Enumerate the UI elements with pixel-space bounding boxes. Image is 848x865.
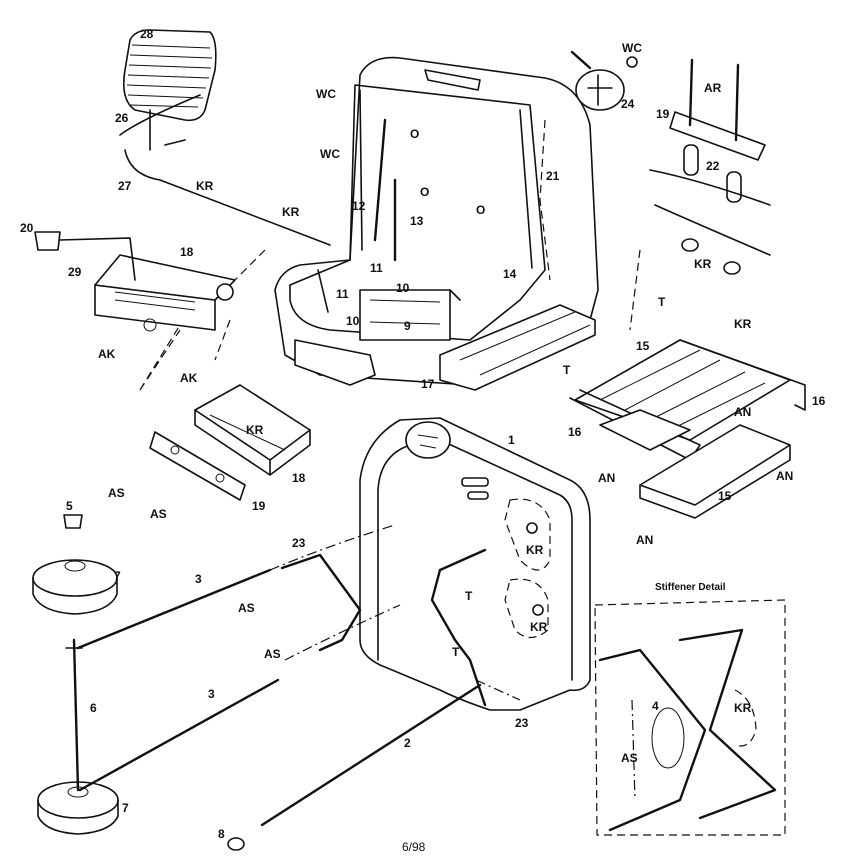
label-p26: 26 [115,111,129,125]
label-wc1: WC [622,41,642,55]
rods-and-stand [76,524,521,851]
label-p22: 22 [706,159,720,173]
label-p29: 29 [68,265,82,279]
label-kr3: KR [694,257,712,271]
leader-lines [139,119,641,391]
label-p12: 12 [352,199,366,213]
label-an1: AN [734,405,751,419]
label-p1: 1 [508,433,515,447]
label-p21: 21 [546,169,560,183]
label-as5: AS [621,751,638,765]
label-p15a: 15 [636,339,650,353]
label-t1: T [658,295,666,309]
label-p24: 24 [621,97,635,111]
label-kr5: KR [246,423,264,437]
label-wc2: WC [316,87,336,101]
latch-part-24 [570,50,638,111]
stiffener-detail-title: Stiffener Detail [655,582,726,593]
stiffener-detail [594,599,786,836]
label-t2: T [563,363,571,377]
label-p14: 14 [503,267,517,281]
label-p6: 6 [90,701,97,715]
label-an4: AN [636,533,653,547]
wheel-part-7-upper [32,559,118,615]
label-o2: O [420,185,429,199]
label-p15b: 15 [718,489,732,503]
label-p18b: 18 [292,471,306,485]
label-kr8: KR [734,701,752,715]
label-as2: AS [150,507,167,521]
label-t3: T [465,589,473,603]
label-p10a: 10 [396,281,410,295]
label-p16b: 16 [568,425,582,439]
bracket-part-29 [34,231,236,332]
label-ar: AR [704,81,722,95]
label-p3b: 3 [208,687,215,701]
grass-box-frame [274,56,599,391]
label-p8: 8 [218,827,225,841]
label-p23a: 23 [292,536,306,550]
label-p17: 17 [421,377,435,391]
label-kr6: KR [526,543,544,557]
label-o3: O [476,203,485,217]
label-an2: AN [598,471,615,485]
label-p19b: 19 [252,499,266,513]
label-p10b: 10 [346,314,360,328]
label-t4: T [452,645,460,659]
label-p16a: 16 [812,394,826,408]
label-p19a: 19 [656,107,670,121]
spacer-assembly-19-22 [649,58,771,275]
label-p27: 27 [118,179,132,193]
label-p2: 2 [404,736,411,750]
label-p7a: 7 [114,569,121,583]
label-kr4: KR [734,317,752,331]
label-as1: AS [108,486,125,500]
label-ak1: AK [98,347,116,361]
label-p3a: 3 [195,572,202,586]
cap-part-5 [63,514,83,529]
bag-part-1 [359,417,591,711]
label-p11a: 11 [370,261,383,275]
part-labels: 28 26 27 20 29 18 12 13 11 11 10 10 9 14… [20,27,826,841]
bracket-part-18 [149,384,311,501]
axle-part-6 [65,638,83,792]
label-as4: AS [264,647,281,661]
label-an3: AN [776,469,793,483]
label-kr1: KR [196,179,214,193]
label-as3: AS [238,601,255,615]
label-wc3: WC [320,147,340,161]
seat-frame-plate-15-16 [569,339,806,519]
label-p9: 9 [404,319,411,333]
label-p7b: 7 [122,801,129,815]
label-p28: 28 [140,27,154,41]
label-p4: 4 [652,699,659,713]
label-p13: 13 [410,214,424,228]
label-kr2: KR [282,205,300,219]
label-p5: 5 [66,499,73,513]
seat-part-28 [119,29,331,246]
label-kr7: KR [530,620,548,634]
label-p20: 20 [20,221,34,235]
hardware-labels: WC WC WC O O O AR KR KR KR KR KR KR KR K… [98,41,793,765]
footer-date: 6/98 [402,840,426,854]
label-o1: O [410,127,419,141]
label-p23b: 23 [515,716,529,730]
label-ak2: AK [180,371,198,385]
label-p11b: 11 [336,287,349,301]
label-p18a: 18 [180,245,194,259]
